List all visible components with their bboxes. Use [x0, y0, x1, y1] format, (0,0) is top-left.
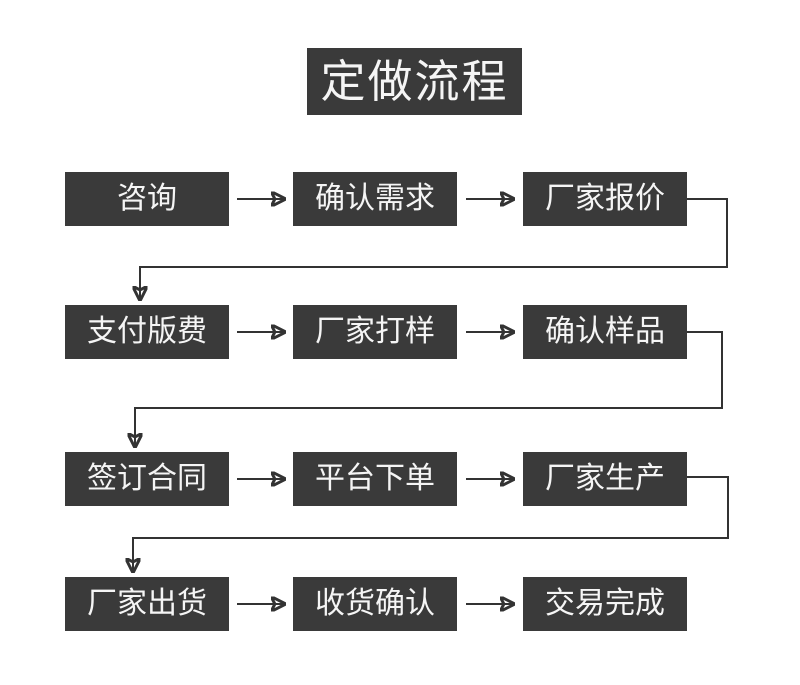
step-label: 确认需求 — [315, 182, 435, 215]
step-factory-quote: 厂家报价 — [523, 172, 687, 226]
step-label: 收货确认 — [315, 587, 435, 620]
step-label: 厂家打样 — [315, 315, 435, 348]
step-label: 平台下单 — [315, 462, 435, 495]
step-label: 厂家报价 — [545, 182, 665, 215]
step-label: 厂家生产 — [545, 462, 665, 495]
flowchart-title-label: 定做流程 — [320, 56, 509, 107]
step-receipt-confirmation: 收货确认 — [293, 577, 457, 631]
step-label: 确认样品 — [545, 315, 665, 348]
step-transaction-complete: 交易完成 — [523, 577, 687, 631]
step-sign-contract: 签订合同 — [65, 452, 229, 506]
step-label: 厂家出货 — [87, 587, 207, 620]
step-confirm-sample: 确认样品 — [523, 305, 687, 359]
step-factory-shipment: 厂家出货 — [65, 577, 229, 631]
step-label: 签订合同 — [87, 462, 207, 495]
step-factory-production: 厂家生产 — [523, 452, 687, 506]
step-label: 支付版费 — [87, 315, 207, 348]
step-pay-plate-fee: 支付版费 — [65, 305, 229, 359]
step-label: 咨询 — [117, 182, 177, 215]
flowchart-title: 定做流程 — [307, 48, 522, 115]
step-factory-sampling: 厂家打样 — [293, 305, 457, 359]
step-label: 交易完成 — [545, 587, 665, 620]
step-consult: 咨询 — [65, 172, 229, 226]
step-platform-order: 平台下单 — [293, 452, 457, 506]
step-confirm-requirements: 确认需求 — [293, 172, 457, 226]
